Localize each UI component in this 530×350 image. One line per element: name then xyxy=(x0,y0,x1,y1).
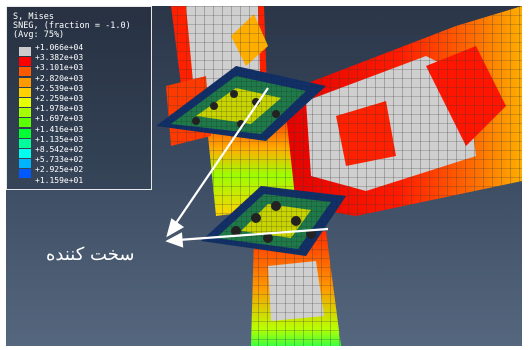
legend-value: +5.733e+02 xyxy=(35,155,84,165)
legend-value: +1.066e+04 xyxy=(35,43,84,52)
legend-swatch xyxy=(19,169,31,179)
legend-swatch xyxy=(19,138,31,148)
legend-title-line3: (Avg: 75%) xyxy=(13,30,65,40)
fea-model-render xyxy=(156,6,522,346)
legend-swatch xyxy=(19,77,31,87)
color-legend: S, Mises SNEG, (fraction = -1.0) (Avg: 7… xyxy=(6,6,152,190)
bolts xyxy=(192,90,280,128)
legend-value: +3.382e+03 xyxy=(35,53,84,63)
lower-column xyxy=(251,231,341,346)
legend-value: +3.101e+03 xyxy=(35,63,84,73)
lower-stiffener-plate xyxy=(201,186,346,256)
legend-swatch xyxy=(19,67,31,77)
stiffener-label: سخت کننده xyxy=(46,244,135,265)
legend-value: +2.539e+03 xyxy=(35,83,84,93)
annotation-arrows xyxy=(165,87,329,248)
legend-swatch xyxy=(19,98,31,107)
legend-value: +1.159e+01 xyxy=(35,175,84,185)
legend-value: +1.416e+03 xyxy=(35,124,84,134)
legend-value: +1.135e+03 xyxy=(35,134,84,144)
legend-swatch xyxy=(19,47,31,56)
legend-swatch xyxy=(19,159,31,169)
legend-title-line1: S, Mises xyxy=(13,12,54,22)
legend-value: +1.978e+03 xyxy=(35,104,84,114)
legend-swatch xyxy=(19,87,31,97)
viewport[interactable]: S, Mises SNEG, (fraction = -1.0) (Avg: 7… xyxy=(6,6,522,346)
legend-swatch xyxy=(19,57,31,67)
legend-swatch xyxy=(19,128,31,138)
legend-swatch xyxy=(19,108,31,118)
legend-value: +2.259e+03 xyxy=(35,94,84,103)
legend-swatch xyxy=(19,118,31,128)
legend-swatch xyxy=(19,149,31,158)
legend-value: +8.542e+02 xyxy=(35,145,84,154)
legend-value: +1.697e+03 xyxy=(35,114,84,124)
legend-value: +2.925e+02 xyxy=(35,165,84,175)
legend-value: +2.820e+03 xyxy=(35,73,84,83)
legend-title-line2: SNEG, (fraction = -1.0) xyxy=(13,21,131,31)
right-beam xyxy=(274,6,522,216)
